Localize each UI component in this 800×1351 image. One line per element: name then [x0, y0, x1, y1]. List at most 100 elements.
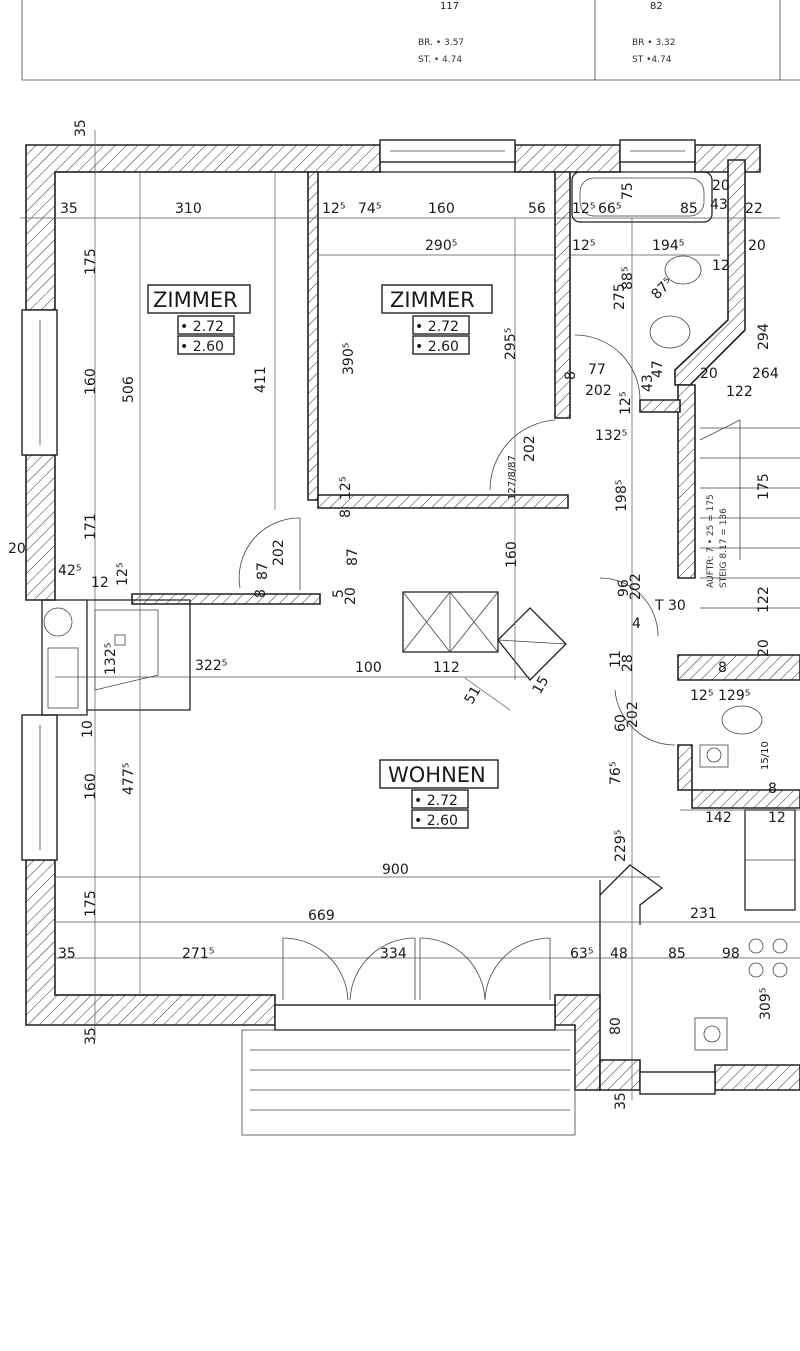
fixtures	[41, 171, 800, 1136]
dimension-label: 669	[308, 908, 335, 924]
dimension-label: 85	[668, 946, 686, 962]
room-height-bottom: • 2.60	[415, 339, 459, 355]
dimension-label: 12	[768, 810, 786, 826]
dimension-label: 48	[610, 946, 628, 962]
dimension-label: 43	[710, 197, 728, 213]
dimension-label: 56	[528, 201, 546, 217]
room-height-top: • 2.72	[180, 319, 224, 335]
dimension-label: 275	[612, 283, 628, 310]
room-height-top: • 2.72	[414, 793, 458, 809]
dimension-label: 12⁵	[618, 392, 634, 415]
dimension-label: 12⁵	[572, 201, 595, 217]
dimension-label: 129⁵	[718, 688, 750, 704]
dimension-label: 87	[255, 562, 271, 580]
dimension-label: 334	[380, 946, 407, 962]
dimension-label: 87	[345, 548, 361, 566]
dimension-label: 85	[680, 201, 698, 217]
dimension-label: 112	[433, 660, 460, 676]
dimension-label: 47	[650, 360, 666, 378]
dimension-label: 309⁵	[758, 988, 774, 1020]
dimension-label: 35	[613, 1092, 629, 1110]
dimension-label: 12⁵	[690, 688, 713, 704]
dimension-label: 63⁵	[570, 946, 593, 962]
room-zimmer-1: ZIMMER • 2.72 • 2.60	[147, 284, 251, 355]
dimension-label: 74⁵	[358, 201, 381, 217]
header-br-a: BR. • 3.57	[418, 38, 464, 48]
dimension-label: 35	[83, 1027, 99, 1045]
dimension-label: 35	[73, 119, 89, 137]
dimension-label: 171	[83, 513, 99, 540]
room-name: WOHNEN	[388, 763, 486, 787]
room-outlines	[55, 171, 664, 996]
room-height-bottom: • 2.60	[180, 339, 224, 355]
dimension-label: 20	[712, 178, 730, 194]
dimension-label: 87⁵	[649, 275, 677, 303]
dimension-label: 88⁵	[620, 267, 636, 290]
dimension-label: 42⁵	[58, 563, 81, 579]
dimension-label: T 30	[654, 598, 686, 614]
header-st-b: ST •4.74	[632, 55, 672, 65]
dimension-label: 294	[756, 323, 772, 350]
stair-note-2: STEIG 8.17 = 136	[719, 508, 729, 588]
dimension-label: 5	[331, 589, 347, 598]
dimension-label: 127/8/87	[507, 455, 518, 500]
dimension-label: 12⁵	[322, 201, 345, 217]
dimension-label: 75	[620, 182, 636, 200]
dimension-label: 231	[690, 906, 717, 922]
dimension-label: 28	[620, 654, 636, 672]
dimension-label: 160	[83, 368, 99, 395]
dimension-label: 10	[80, 720, 96, 738]
dimension-label: 132⁵	[103, 643, 119, 675]
dimension-label: 20	[756, 639, 772, 657]
dimension-label: 122	[726, 384, 753, 400]
dimension-label: 22	[745, 201, 763, 217]
room-wohnen: WOHNEN • 2.72 • 2.60	[379, 759, 499, 829]
header-top-right: 82	[650, 1, 663, 12]
room-zimmer-2: ZIMMER • 2.72 • 2.60	[381, 284, 493, 355]
dimension-label: 160	[504, 541, 520, 568]
stairs	[699, 419, 800, 609]
dimension-label: 12⁵	[338, 477, 354, 500]
dimension-label: 66⁵	[598, 201, 621, 217]
dimension-label: 229⁵	[613, 830, 629, 862]
stair-note-1: AUFTR: 7 • 25 = 175	[706, 494, 716, 588]
dimension-label: 51	[462, 684, 485, 707]
dimension-label: 194⁵	[652, 238, 684, 254]
dimension-label: 160	[428, 201, 455, 217]
dimension-label: 202	[522, 435, 538, 462]
dimension-label: 80	[608, 1017, 624, 1035]
dimension-label: 20	[8, 541, 26, 557]
dimension-label: 175	[83, 890, 99, 917]
dimension-label: 202	[585, 383, 612, 399]
dimension-label: 8	[563, 371, 579, 380]
dimension-label: 100	[355, 660, 382, 676]
dimension-label: 390⁵	[341, 343, 357, 375]
dimension-label: 8	[768, 781, 777, 797]
dimension-label: 20	[343, 587, 359, 605]
dimension-label: 77	[588, 362, 606, 378]
door-swings	[238, 334, 676, 1001]
dimension-label: 20	[700, 366, 718, 382]
dimension-label: 12	[91, 575, 109, 591]
dimension-label: 290⁵	[425, 238, 457, 254]
interior-walls	[131, 171, 681, 605]
dimension-label: 4	[632, 616, 641, 632]
dimension-label: 8	[253, 589, 269, 598]
header-strip: 117 82 BR. • 3.57 ST. • 4.74 BR • 3.32 S…	[21, 0, 800, 81]
dimension-label: 271⁵	[182, 946, 214, 962]
dimension-label: 43	[640, 374, 656, 392]
dimension-label: 175	[756, 473, 772, 500]
dimension-label: 310	[175, 201, 202, 217]
header-top-left: 117	[440, 1, 459, 12]
room-name: ZIMMER	[390, 288, 475, 312]
dimension-label: 12	[712, 258, 730, 274]
dimension-label: 60	[613, 714, 629, 732]
dimension-label: 35	[58, 946, 76, 962]
dimension-label: 15/10	[760, 741, 771, 770]
dimension-label: 175	[83, 248, 99, 275]
dimension-label: 506	[121, 376, 137, 403]
dimension-label: 15	[530, 674, 553, 697]
dimension-label: 132⁵	[595, 428, 627, 444]
